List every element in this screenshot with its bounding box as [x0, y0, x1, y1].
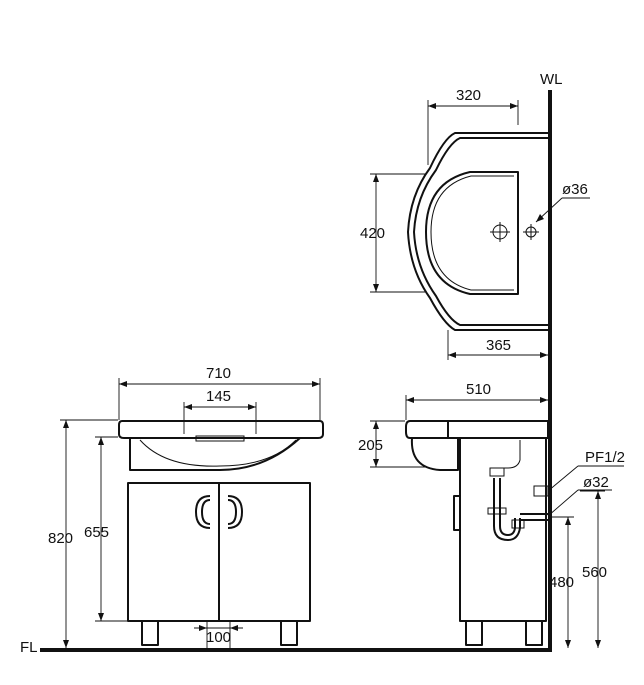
door-hinge-handle: [453, 495, 461, 531]
dimension-leg-spacing: 100: [194, 622, 243, 648]
dimension-trap-thread: PF1/2: [547, 449, 625, 492]
dimension-supply-height: 560: [580, 490, 607, 648]
top-view-basin: [407, 132, 548, 331]
leg: [525, 620, 543, 646]
dimension-cabinet-height: 655: [84, 436, 128, 622]
dimension-label: 820: [48, 530, 73, 547]
dimension-label: 205: [358, 437, 383, 454]
tap-hole-slot: [195, 435, 245, 442]
side-view-vanity: [405, 420, 549, 646]
left-door-handle: [195, 495, 211, 529]
right-door-handle: [227, 495, 243, 529]
leg: [280, 620, 298, 646]
dimension-label: 365: [486, 337, 511, 354]
dimension-bowl-depth: 365: [447, 330, 548, 360]
dimension-top-depth: 320: [427, 87, 519, 165]
front-view-vanity: [118, 420, 324, 646]
dimension-waste-height: 480: [549, 516, 574, 648]
cabinet-side: [459, 437, 547, 622]
dimension-label: ø32: [583, 474, 609, 491]
dimension-top-height: 420: [360, 173, 425, 293]
leg: [465, 620, 483, 646]
dimension-overall-height: 820: [48, 419, 118, 648]
p-trap-assembly: [487, 440, 549, 541]
dimension-waste-pipe: ø32: [547, 474, 612, 517]
wall-label: WL: [540, 71, 563, 88]
dimension-basin-height: 205: [358, 420, 425, 468]
dimension-label: 710: [206, 365, 231, 382]
dimension-drain-hole: ø36: [535, 181, 590, 223]
leg: [141, 620, 159, 646]
dimension-label: 145: [206, 388, 231, 405]
dimension-side-depth: 510: [405, 381, 548, 420]
dimension-label: PF1/2: [585, 449, 625, 466]
dimension-label: 320: [456, 87, 481, 104]
dimension-label: 510: [466, 381, 491, 398]
dimension-label: 480: [549, 574, 574, 591]
dimension-label: ø36: [562, 181, 588, 198]
dimension-label: 560: [582, 564, 607, 581]
dimension-label: 655: [84, 524, 109, 541]
dimension-label: 420: [360, 225, 385, 242]
dimension-label: 100: [206, 629, 231, 646]
floor-label: FL: [20, 639, 38, 656]
dimension-front-width: 710: [118, 365, 321, 420]
dimension-tap-spacing: 145: [183, 388, 257, 434]
